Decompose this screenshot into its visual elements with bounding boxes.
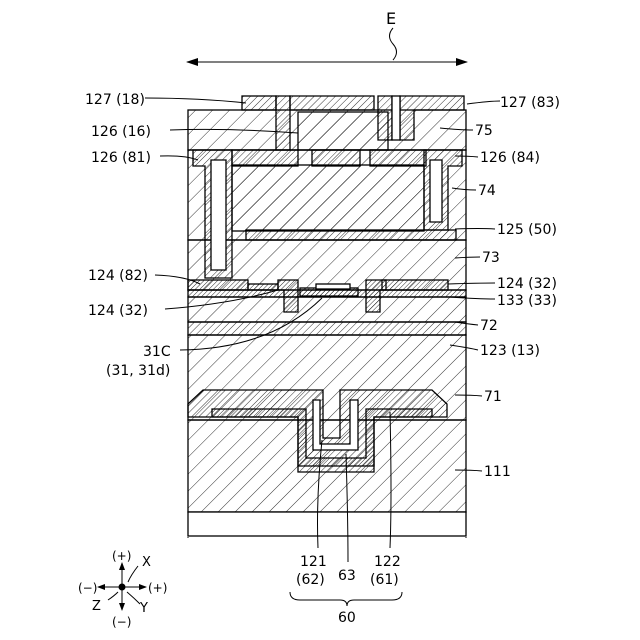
label-123-13: 123 (13) [480, 343, 540, 359]
label-124-82: 124 (82) [88, 268, 148, 284]
layer-125 [246, 230, 456, 240]
axis-y-label: Y [139, 601, 148, 616]
label-122-sub: (61) [370, 572, 399, 588]
label-133-33: 133 (33) [497, 293, 557, 309]
label-124-32-left: 124 (32) [88, 303, 148, 319]
label-124-32-right: 124 (32) [497, 276, 557, 292]
axis-minus-left: (−) [78, 581, 97, 595]
label-126-81: 126 (81) [91, 150, 151, 166]
label-127-18: 127 (18) [85, 92, 145, 108]
axis-plus-top: (+) [112, 549, 131, 563]
label-74: 74 [478, 183, 496, 199]
label-60: 60 [338, 610, 356, 626]
axis-x-label: X [142, 555, 151, 570]
label-75: 75 [475, 123, 493, 139]
axis-plus-right: (+) [148, 581, 167, 595]
label-121-sub: (62) [296, 572, 325, 588]
axis-z-label: Z [92, 599, 101, 614]
label-111: 111 [484, 464, 511, 480]
label-73: 73 [482, 250, 500, 266]
label-71: 71 [484, 389, 502, 405]
label-126-16: 126 (16) [91, 124, 151, 140]
axis-minus-bottom: (−) [112, 615, 131, 629]
label-127-83: 127 (83) [500, 95, 560, 111]
label-125-50: 125 (50) [497, 222, 557, 238]
label-126-84: 126 (84) [480, 150, 540, 166]
axis-indicator: (+) (−) (−) (+) X Z Y [78, 549, 167, 629]
label-72: 72 [480, 318, 498, 334]
label-121: 121 [300, 554, 327, 570]
label-31c-sub: (31, 31d) [106, 363, 170, 379]
label-122: 122 [374, 554, 401, 570]
label-63: 63 [338, 568, 356, 584]
direction-label: E [386, 9, 396, 28]
direction-e-arrow: E [187, 9, 467, 62]
label-31c: 31C [143, 344, 171, 360]
layer-123 [188, 322, 466, 335]
